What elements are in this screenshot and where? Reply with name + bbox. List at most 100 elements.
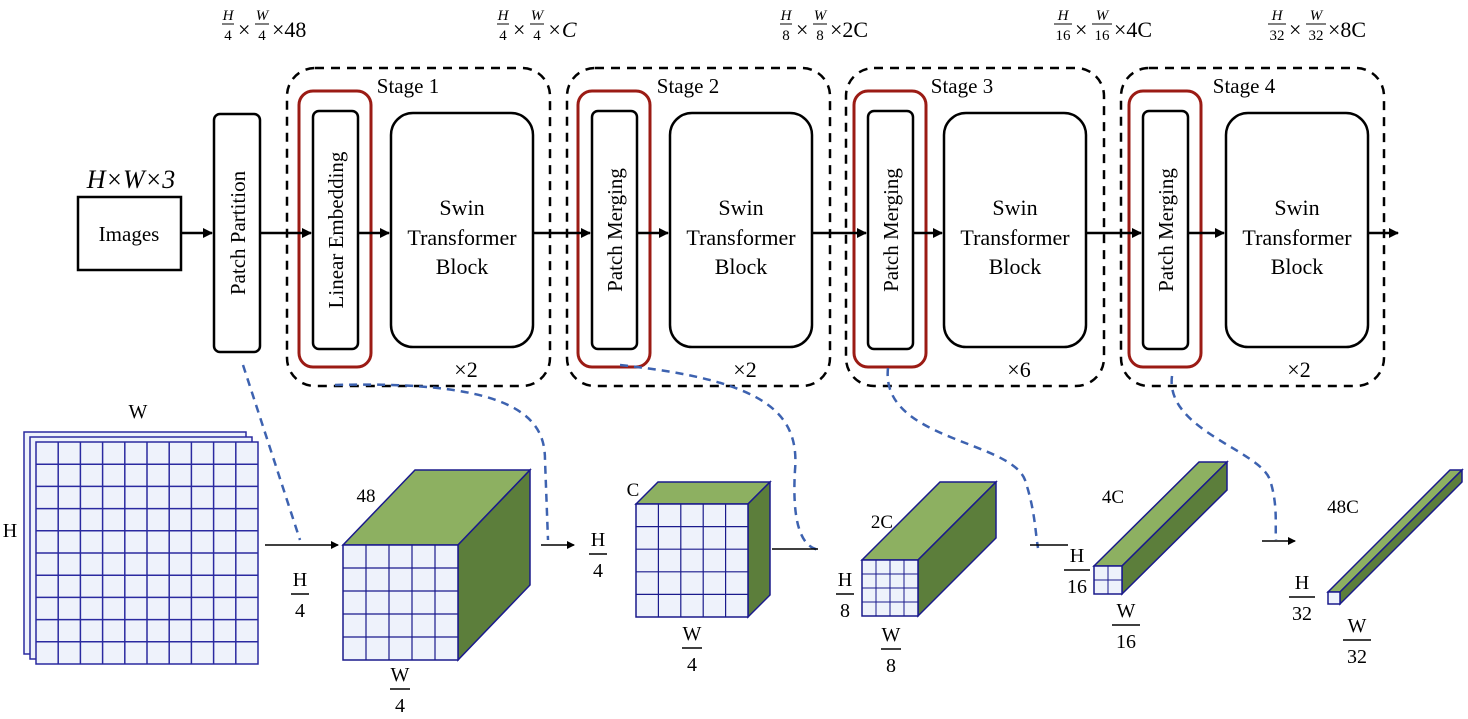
dim-label-3: H 8 × W 8 ×2C (780, 8, 869, 44)
dim-label-5: H 32 × W 32 ×8C (1268, 8, 1366, 44)
dim-num: H (780, 8, 793, 24)
dashed-connectors (241, 363, 1278, 552)
stage-2-container (565, 66, 832, 388)
tensor-5-width-label: W 32 (1343, 615, 1371, 668)
frac-den: 32 (1347, 646, 1367, 668)
swin-block-1: Swin Transformer Block (389, 111, 535, 349)
frac-den: 4 (295, 600, 305, 622)
tensor-3-depth: 2C (871, 512, 893, 533)
tensor-3-width-label: W 8 (881, 624, 901, 677)
patch-merging-label-2: Patch Merging (603, 168, 627, 292)
patch-merging-box-4 (1141, 109, 1190, 351)
stage-2-title: Stage 2 (657, 74, 719, 98)
patch-merging-label-3: Patch Merging (879, 168, 903, 292)
stage-4-container (1119, 66, 1386, 388)
times-sign: × (513, 17, 525, 42)
patch-merging-box-2 (590, 109, 639, 351)
stage-4-title: Stage 4 (1213, 74, 1276, 98)
stage-3-container (844, 66, 1106, 388)
swin-block-line: Transformer (407, 225, 517, 250)
image-width-label: W (129, 401, 148, 423)
swin-block-line: Swin (439, 195, 484, 220)
tensor-5-height-label: H 32 (1289, 572, 1315, 625)
stage-3-repeat: ×6 (1007, 357, 1030, 382)
tensor-2-width-label: W 4 (682, 623, 702, 676)
dim-den: 16 (1095, 28, 1111, 44)
tensor-1-height-label: H 4 (291, 569, 309, 622)
tensor-5-depth: 48C (1327, 497, 1359, 518)
tensor-1-width-label: W 4 (390, 664, 410, 717)
stage-4-repeat: ×2 (1287, 357, 1310, 382)
frac-den: 8 (886, 655, 896, 677)
frac-den: 16 (1116, 631, 1136, 653)
dim-tail: ×8C (1328, 17, 1366, 42)
dim-num: W (256, 8, 270, 24)
swin-block-line: Block (436, 254, 489, 279)
frac-den: 4 (395, 695, 405, 717)
dim-tail: ×48 (272, 17, 306, 42)
tensor-2-height-label: H 4 (589, 529, 607, 582)
dim-den: 32 (1309, 28, 1324, 44)
stage-2-repeat: ×2 (733, 357, 756, 382)
swin-block-2: Swin Transformer Block (668, 111, 814, 349)
dim-den: 8 (782, 28, 790, 44)
stage-3-title: Stage 3 (931, 74, 993, 98)
image-height-label: H (3, 520, 17, 542)
frac-num: W (1117, 600, 1136, 622)
dim-den: 32 (1270, 28, 1285, 44)
input-image-grid (23, 431, 259, 665)
dim-den: 4 (224, 28, 232, 44)
frac-num: H (1070, 545, 1084, 567)
frac-num: W (1348, 615, 1367, 637)
swin-block-line: Transformer (686, 225, 796, 250)
frac-num: W (882, 624, 901, 646)
frac-den: 32 (1292, 603, 1312, 625)
tensor-2-cube (634, 480, 772, 619)
tensor-1-cube (341, 468, 532, 662)
dim-den: 8 (816, 28, 824, 44)
dim-num: W (531, 8, 545, 24)
stage-1-repeat: ×2 (454, 357, 477, 382)
dim-num: H (1271, 8, 1284, 24)
swin-block-line: Transformer (1242, 225, 1352, 250)
stage-3-highlight (852, 89, 928, 369)
swin-block-4: Swin Transformer Block (1224, 111, 1370, 349)
tensor-4-depth: 4C (1102, 487, 1124, 508)
swin-block-line: Swin (992, 195, 1037, 220)
dim-label-1: H 4 × W 4 ×48 (222, 8, 307, 44)
dim-num: W (1096, 8, 1110, 24)
dim-tail: ×2C (830, 17, 868, 42)
dim-den: 4 (499, 28, 507, 44)
images-label: Images (99, 222, 160, 246)
dim-num: H (497, 8, 510, 24)
dim-den: 16 (1056, 28, 1072, 44)
dim-num: H (1057, 8, 1070, 24)
swin-block-line: Block (1271, 254, 1324, 279)
frac-num: H (293, 569, 307, 591)
tensor-5-cube (1326, 468, 1464, 606)
patch-partition-label: Patch Partition (226, 170, 250, 295)
tensor-1-depth: 48 (357, 486, 376, 507)
frac-num: W (391, 664, 410, 686)
linear-embedding-box (311, 109, 360, 351)
tensor-2-depth: C (627, 480, 640, 501)
times-sign: × (1289, 17, 1301, 42)
frac-num: H (591, 529, 605, 551)
tensor-3-height-label: H 8 (836, 569, 854, 622)
stage-1-highlight (297, 89, 373, 369)
dim-den: 4 (258, 28, 266, 44)
stage-1-title: Stage 1 (377, 74, 439, 98)
dim-label-4: H 16 × W 16 ×4C (1054, 8, 1152, 44)
stage-4-highlight (1127, 89, 1203, 369)
times-sign: × (796, 17, 808, 42)
tensor-4-width-label: W 16 (1112, 600, 1140, 653)
swin-block-line: Swin (718, 195, 763, 220)
patch-merging-box-3 (866, 109, 915, 351)
dim-num: W (814, 8, 828, 24)
swin-block-line: Block (989, 254, 1042, 279)
swin-block-line: Transformer (960, 225, 1070, 250)
frac-den: 16 (1067, 576, 1087, 598)
input-dims: H×W×3 (86, 165, 176, 194)
dim-den: 4 (533, 28, 541, 44)
swin-block-line: Block (715, 254, 768, 279)
